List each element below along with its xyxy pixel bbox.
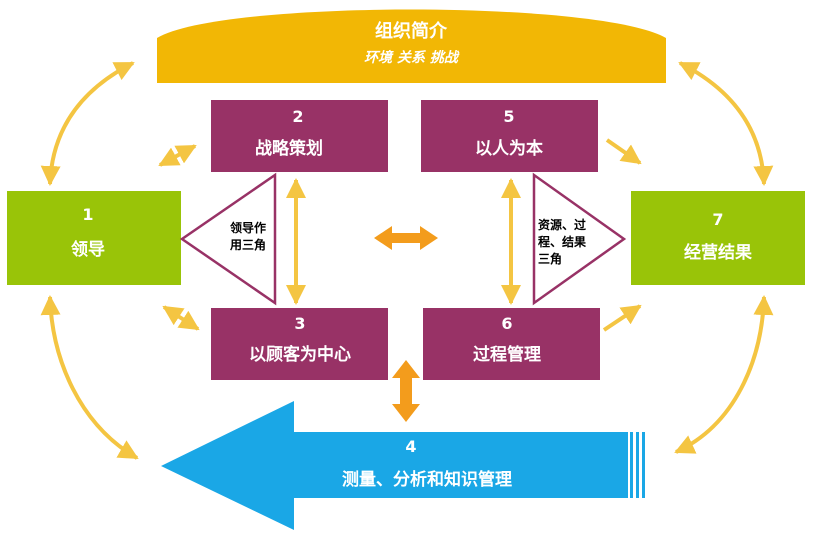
box-leadership-num: 1 (82, 205, 93, 224)
results-triangle-line3: 三角 (538, 251, 562, 266)
org-subtitle: 环境 关系 挑战 (364, 49, 460, 66)
leadership-triangle-line2: 用三角 (229, 237, 266, 252)
outer-arrows (40, 61, 774, 460)
box-process-management-num: 6 (501, 314, 512, 333)
box-people-num: 5 (503, 107, 514, 126)
box-strategic-planning-label: 战略策划 (255, 138, 323, 159)
leadership-triangle-line1: 领导作 (230, 220, 266, 235)
box-results-num: 7 (712, 210, 723, 229)
box-process-management-label: 过程管理 (473, 344, 541, 365)
box-people-label: 以人为本 (475, 138, 543, 159)
center-horizontal-arrow (374, 226, 438, 250)
measurement-num: 4 (405, 437, 416, 456)
box-people: 5 以人为本 (421, 100, 598, 172)
org-title: 组织简介 (375, 20, 448, 42)
results-triangle-line1: 资源、过 (538, 217, 586, 232)
box-customer-focus-num: 3 (294, 314, 305, 333)
box-strategic-planning: 2 战略策划 (211, 100, 388, 172)
measurement-label: 测量、分析和知识管理 (342, 469, 512, 490)
box-leadership: 1 领导 (7, 191, 181, 285)
arrow-results-to-measurement (674, 295, 774, 454)
arrow-6-7 (602, 304, 642, 332)
arrow-1-2 (158, 144, 197, 167)
results-triangle: 资源、过 程、结果 三角 (532, 172, 627, 306)
box-customer-focus-label: 以顾客为中心 (249, 344, 351, 365)
center-vertical-arrow (392, 360, 420, 422)
org-profile: 组织简介 环境 关系 挑战 (157, 9, 666, 83)
arrow-1-3 (162, 305, 200, 331)
arrow-leadership-to-measurement (40, 295, 139, 460)
measurement-arrow: 4 测量、分析和知识管理 (161, 401, 645, 530)
box-strategic-planning-num: 2 (292, 107, 303, 126)
arrow-org-to-leadership (40, 61, 135, 186)
box-leadership-label: 领导 (71, 239, 105, 260)
arrow-org-to-results (678, 61, 774, 186)
box-process-management: 6 过程管理 (423, 308, 600, 380)
box-customer-focus: 3 以顾客为中心 (211, 308, 388, 380)
box-results: 7 经营结果 (631, 191, 805, 285)
inner-arrows (158, 138, 642, 332)
results-triangle-line2: 程、结果 (538, 234, 586, 249)
leadership-triangle: 领导作 用三角 (179, 172, 277, 306)
box-results-label: 经营结果 (684, 242, 752, 263)
arrow-5-7 (605, 138, 642, 165)
